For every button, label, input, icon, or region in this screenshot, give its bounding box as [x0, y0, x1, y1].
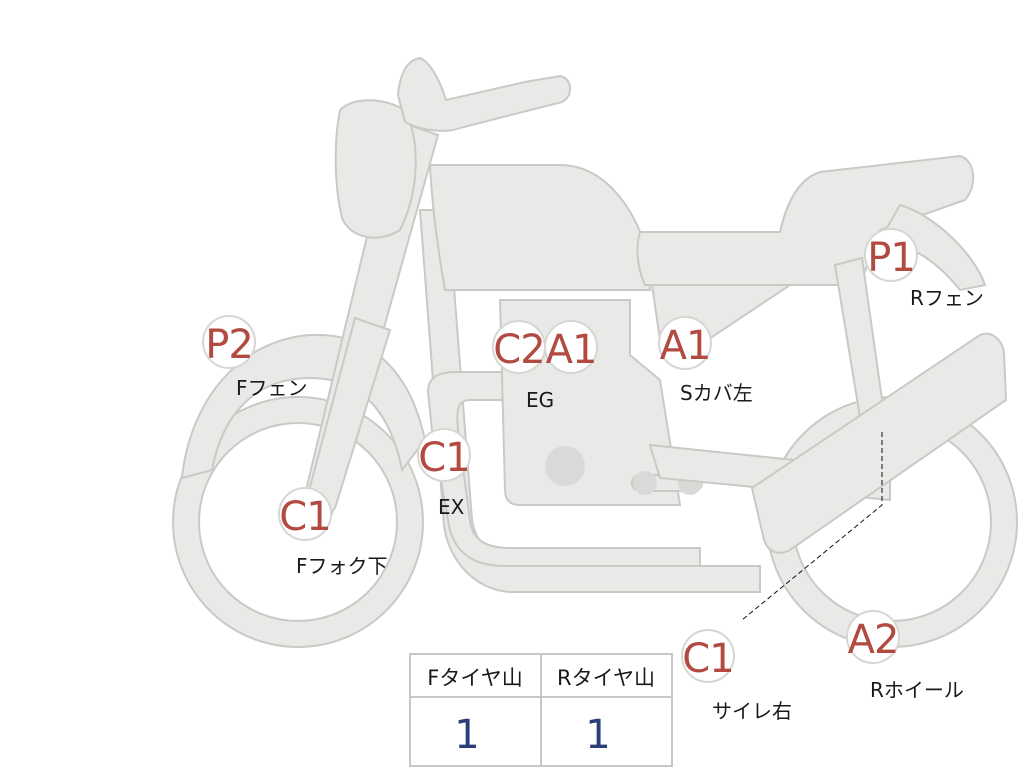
marker-label: Rフェン — [910, 286, 984, 310]
marker-label: EG — [526, 388, 554, 412]
lower-frame — [418, 209, 761, 593]
marker-a1-side-cover[interactable]: A1 Sカバ左 — [658, 316, 753, 405]
marker-circle — [681, 629, 735, 683]
engine-cover — [545, 446, 585, 486]
marker-code: C1 — [682, 636, 733, 682]
marker-c1-ex[interactable]: C1 EX — [417, 428, 471, 519]
table-value-rear: 1 — [585, 712, 610, 758]
marker-c1-front-fork[interactable]: C1 Fフォク下 — [278, 487, 388, 578]
marker-code: A1 — [660, 323, 711, 369]
marker-code: C1 — [418, 435, 469, 481]
marker-circle — [278, 487, 332, 541]
marker-p1[interactable]: P1 Rフェン — [864, 228, 984, 310]
table-header-rear: Rタイヤ山 — [557, 666, 655, 690]
marker-code: A1 — [546, 327, 597, 373]
marker-circle — [544, 320, 598, 374]
marker-label: Sカバ左 — [680, 381, 753, 405]
table-value-front: 1 — [454, 712, 479, 758]
fuel-tank — [428, 164, 652, 291]
marker-code: P1 — [867, 235, 915, 281]
table-header-front: Fタイヤ山 — [427, 666, 522, 690]
seat — [636, 154, 975, 286]
marker-circle — [417, 428, 471, 482]
muffler — [750, 332, 1008, 554]
marker-label: サイレ右 — [712, 699, 792, 723]
marker-circle — [846, 610, 900, 664]
front-wheel — [173, 397, 423, 647]
marker-c2[interactable]: C2 — [492, 320, 546, 374]
marker-label: Fフォク下 — [296, 554, 388, 578]
marker-circle — [658, 316, 712, 370]
marker-circle — [202, 315, 256, 369]
marker-a1-eg[interactable]: A1 EG — [526, 320, 598, 412]
marker-code: A2 — [848, 617, 899, 663]
marker-a2[interactable]: A2 Rホイール — [846, 610, 964, 702]
marker-code: C1 — [279, 494, 330, 540]
headlight — [334, 99, 417, 239]
tire-tread-table: Fタイヤ山 Rタイヤ山 1 1 — [409, 653, 673, 767]
marker-label: EX — [438, 495, 465, 519]
marker-label: Fフェン — [236, 376, 308, 400]
exhaust-pipe — [426, 371, 701, 567]
marker-code: C2 — [493, 327, 544, 373]
marker-c1-silencer[interactable]: C1 サイレ右 — [681, 629, 792, 723]
marker-p2[interactable]: P2 Fフェン — [202, 315, 308, 400]
marker-circle — [864, 228, 918, 282]
leader-line — [741, 432, 883, 621]
marker-code: P2 — [205, 322, 253, 368]
marker-label: Rホイール — [870, 678, 964, 702]
handlebar — [396, 56, 571, 132]
damage-markers: P1 Rフェン P2 Fフェン C2 A1 EG A1 Sカバ左 C1 EX — [202, 228, 984, 723]
